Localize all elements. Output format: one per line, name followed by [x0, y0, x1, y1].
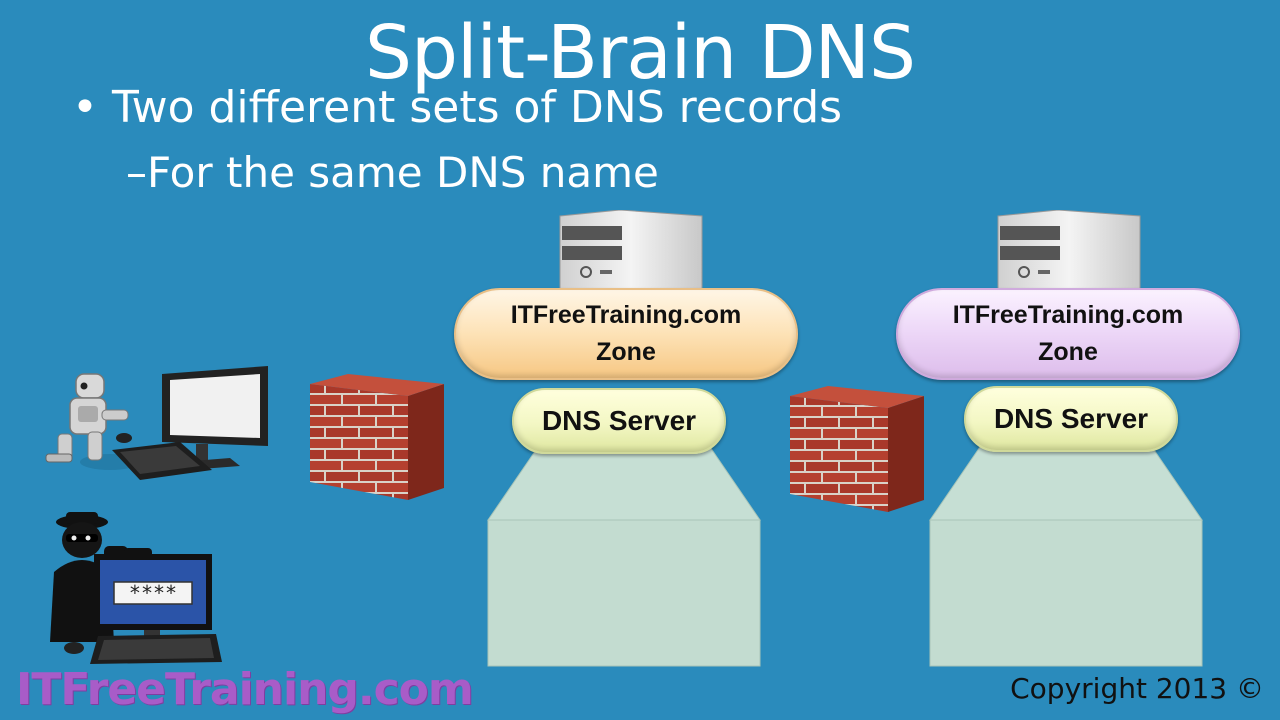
sub-bullet-marker: – [126, 148, 147, 197]
dns-server-label-left: DNS Server [512, 388, 726, 454]
slide-title: Split-Brain DNS [365, 10, 916, 96]
hacker-at-computer-icon: **** [50, 512, 222, 664]
password-field-text: **** [129, 581, 177, 605]
bullet-item-1: • Two different sets of DNS records [72, 82, 842, 133]
copyright-notice: Copyright 2013 © [1010, 672, 1264, 705]
bullet-text-1: Two different sets of DNS records [112, 82, 843, 133]
dns-server-label-right: DNS Server [964, 386, 1178, 452]
firewall-right-icon [790, 386, 924, 512]
zone-label-left: Zone [596, 338, 656, 366]
zone-name-right: ITFreeTraining.com [952, 301, 1184, 329]
brand-logo: ITFreeTraining.com [16, 664, 474, 715]
server-tower-right-icon [997, 210, 1141, 300]
bullet-marker: • [72, 82, 98, 133]
zone-label-right: Zone [1038, 338, 1098, 366]
sub-bullet-item: –For the same DNS name [126, 148, 659, 197]
sub-bullet-text: For the same DNS name [147, 148, 659, 197]
firewall-left-icon [310, 374, 444, 500]
zone-pill-right: ITFreeTraining.com Zone [896, 288, 1240, 380]
robot-user-at-computer-icon [45, 366, 268, 480]
server-tower-left-icon [559, 210, 703, 300]
zone-pill-left: ITFreeTraining.com Zone [454, 288, 798, 380]
zone-name-left: ITFreeTraining.com [510, 301, 742, 329]
pedestal-left [487, 444, 761, 667]
pedestal-right [929, 444, 1203, 667]
